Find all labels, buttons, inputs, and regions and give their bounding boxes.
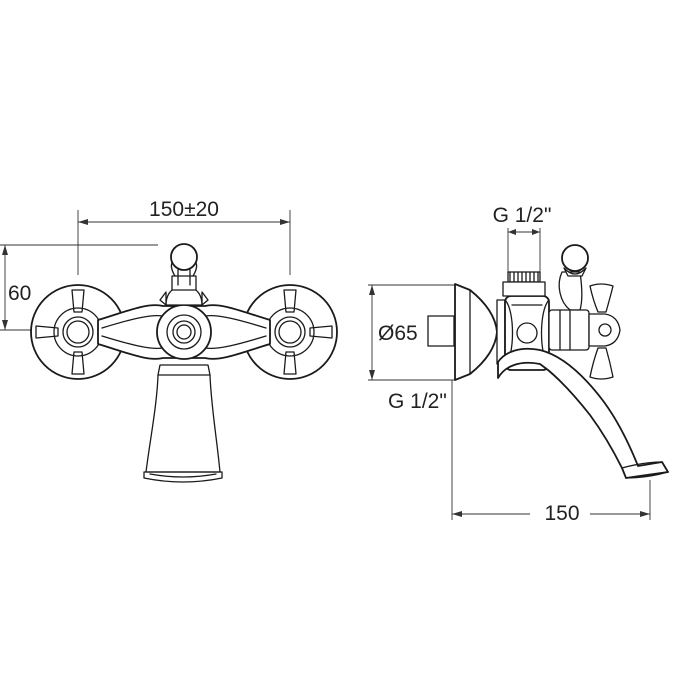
dimension-front-height-label: 60 [8,282,31,305]
dimension-front-width [77,210,291,275]
side-view: G 1/2" Ø65 G 1/2" 150 [368,204,669,525]
front-spout [143,364,223,483]
dimension-side-length-label: 150 [544,502,579,525]
dimension-side-bottom-thread-label: G 1/2" [388,390,447,413]
front-body [97,304,271,360]
side-diverter-lever [558,244,589,311]
front-diverter-lever [159,243,209,306]
dimension-side-length [451,380,651,520]
side-spout [497,347,669,479]
side-wall-flange [427,283,506,381]
front-view: 150±20 60 [0,198,338,483]
dimension-side-diameter-label: Ø65 [378,322,418,345]
dimension-side-top-thread-label: G 1/2" [493,204,552,227]
side-valve-handle [548,283,621,380]
dimension-side-diameter [368,284,456,381]
dimension-front-width-label: 150±20 [149,198,219,221]
dimension-front-height [0,244,158,331]
dimension-side-top-thread [507,228,541,272]
